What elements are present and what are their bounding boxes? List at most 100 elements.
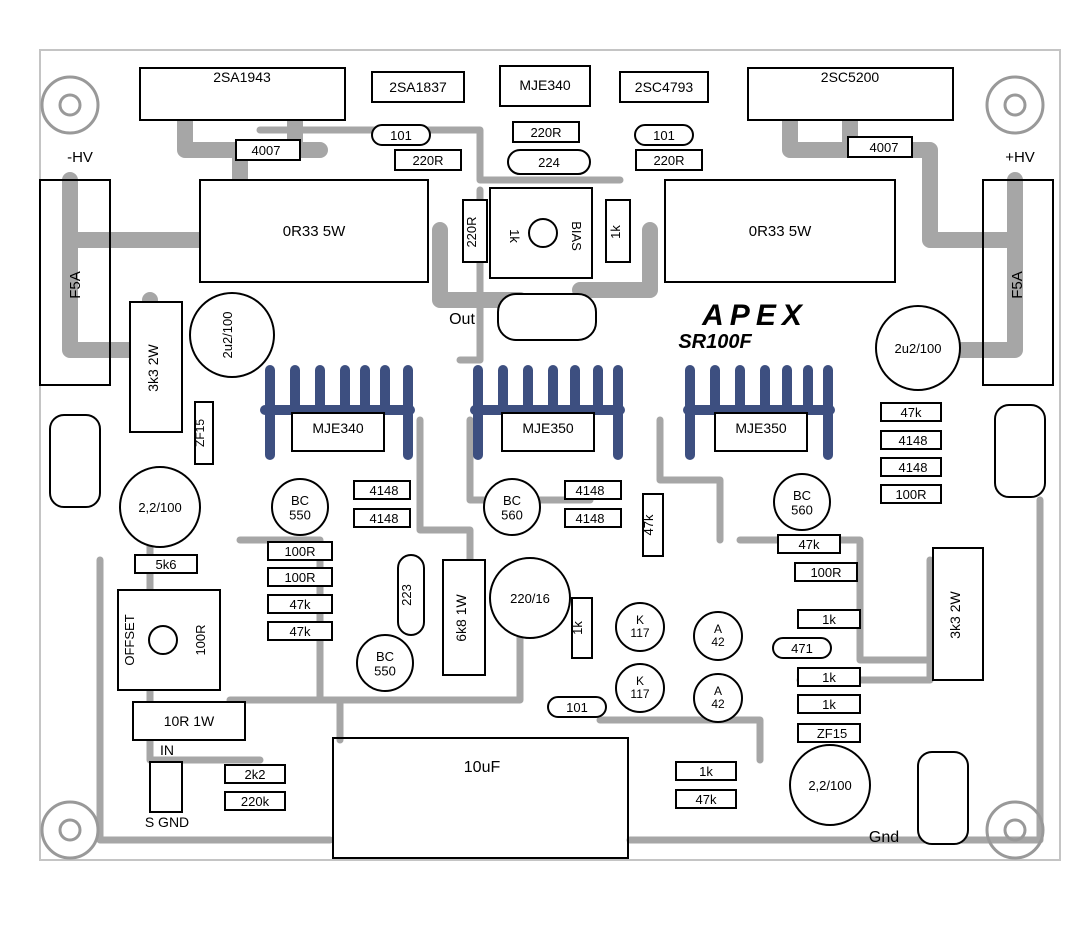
cap-223-label: 223 (399, 584, 414, 606)
film-capacitor-label: 10uF (464, 759, 501, 776)
diode-4148-f-label: 4148 (899, 460, 928, 475)
r100-b-label: 100R (284, 544, 315, 559)
transistor-q3-label: MJE340 (519, 77, 571, 93)
transistor-q2-label: 2SA1837 (389, 79, 447, 95)
bias-r220-label: 220R (464, 216, 479, 247)
input-connector (149, 761, 183, 813)
vdd-resistor-right-label: 3k3 2W (947, 590, 963, 638)
input-sgnd-label: S GND (145, 814, 189, 830)
transistor-q4-label: 2SC4793 (635, 79, 694, 95)
diode-4148-c-label: 4148 (576, 483, 605, 498)
diode-4007-left-label: 4007 (252, 143, 281, 158)
heatsink-icons (260, 365, 835, 460)
r1k-b-label: 1k (822, 612, 836, 627)
emitter-resistor-right-label: 0R33 5W (749, 223, 812, 240)
vertical-power-resistors (129, 301, 984, 741)
fuse-right-label: F5A (1009, 271, 1026, 299)
board-outline (39, 49, 1061, 861)
diode-bodies (194, 136, 942, 743)
r1k-a-label: 1k (570, 621, 585, 635)
bias-trimmer (462, 187, 631, 279)
r47k-d-label: 47k (641, 514, 656, 535)
cap-220-label: 220/16 (510, 591, 550, 606)
offset-r100-label: 100R (193, 624, 208, 655)
diode-4148-b-label: 4148 (370, 511, 399, 526)
driver-transistor-bodies (291, 412, 808, 452)
fuse-left-label: F5A (67, 271, 84, 299)
cap-22-left-label: 2,2/100 (138, 500, 181, 515)
top-transistor-bodies (139, 65, 954, 121)
cap-2u2-left-label: 2u2/100 (220, 312, 235, 359)
driver-q1-label: MJE340 (312, 420, 364, 436)
film-capacitor (332, 737, 629, 859)
cap-471-label: 471 (791, 641, 813, 656)
cap-2u2-right-label: 2u2/100 (895, 341, 942, 356)
r220-c-label: 220R (653, 153, 684, 168)
zener-right-label: ZF15 (817, 726, 847, 741)
r47k-c-label: 47k (290, 624, 311, 639)
resistor-10r-label: 10R 1W (164, 713, 215, 729)
r220-b-label: 220R (530, 125, 561, 140)
diode-4007-right-label: 4007 (870, 140, 899, 155)
cap-101-a-label: 101 (390, 128, 412, 143)
offset-trimmer (117, 589, 221, 691)
emitter-resistors (199, 179, 896, 283)
offset-label: OFFSET (122, 614, 137, 665)
resistor-6k8-label: 6k8 1W (453, 593, 469, 641)
r1k-c-label: 1k (822, 670, 836, 685)
cap-224-label: 224 (538, 155, 560, 170)
driver-q2-label: MJE350 (522, 420, 574, 436)
vdd-resistor-left-label: 3k3 2W (145, 343, 161, 391)
r47k-a-label: 47k (901, 405, 922, 420)
r1k-e-label: 1k (699, 764, 713, 779)
driver-q3-label: MJE350 (735, 420, 787, 436)
r47k-f-label: 47k (696, 792, 717, 807)
gnd-label: Gnd (869, 829, 899, 846)
r1k-d-label: 1k (822, 697, 836, 712)
small-signal-transistors (271, 473, 831, 692)
r220-a-label: 220R (412, 153, 443, 168)
brand-logo: APEX (701, 299, 808, 332)
r47k-e-label: 47k (799, 537, 820, 552)
cap-101-b-label: 101 (653, 128, 675, 143)
brand-model: SR100F (678, 331, 752, 353)
bias-trimmer-label: 1k (507, 229, 522, 243)
diode-4148-a-label: 4148 (370, 483, 399, 498)
pos-rail-label: +HV (1005, 149, 1035, 166)
transistor-q1-label: 2SA1943 (213, 69, 271, 85)
cap-101-c-label: 101 (566, 700, 588, 715)
r100-c-label: 100R (284, 570, 315, 585)
zener-left-label: ZF15 (193, 419, 207, 447)
transistor-q5-label: 2SC5200 (821, 69, 880, 85)
r220k-label: 220k (241, 794, 270, 809)
signal-resistors (134, 121, 942, 811)
output-label: Out (449, 311, 475, 328)
r47k-b-label: 47k (290, 597, 311, 612)
mounting-hole-icons (40, 75, 1045, 860)
r100-a-label: 100R (895, 487, 926, 502)
r100-d-label: 100R (810, 565, 841, 580)
diode-4148-d-label: 4148 (576, 511, 605, 526)
bias-label: BIAS (569, 221, 584, 251)
r2k2-label: 2k2 (245, 767, 266, 782)
ccs-transistors (615, 602, 743, 723)
diode-4148-e-label: 4148 (899, 433, 928, 448)
power-terminals (49, 293, 1046, 845)
input-in-label: IN (160, 742, 174, 758)
emitter-resistor-left-label: 0R33 5W (283, 223, 346, 240)
ceramic-capacitors (371, 124, 832, 718)
bias-r1k-label: 1k (608, 225, 623, 239)
cap-22-right-label: 2,2/100 (808, 778, 851, 793)
r5k6-label: 5k6 (156, 557, 177, 572)
electrolytic-capacitors (119, 292, 961, 826)
fuse-holders (39, 179, 1054, 386)
